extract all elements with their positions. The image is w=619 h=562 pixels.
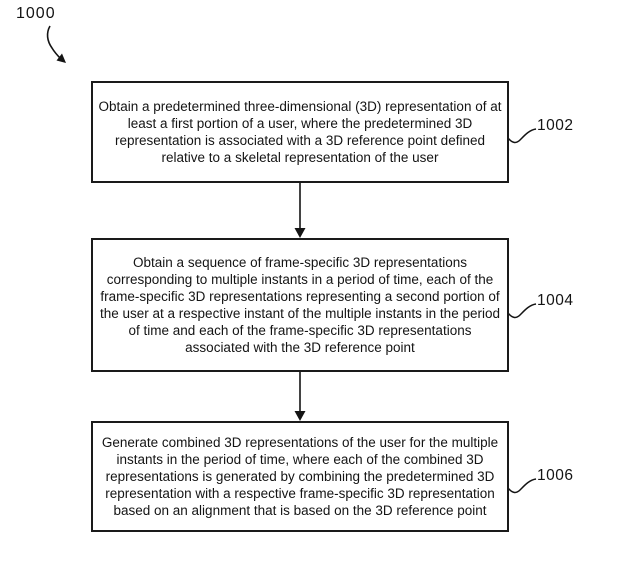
step-1006-text: Generate combined 3D representations of … bbox=[101, 435, 499, 518]
step-1004-box: Obtain a sequence of frame-specific 3D r… bbox=[91, 238, 509, 372]
step-1002-ref-label: 1002 bbox=[537, 117, 574, 134]
ref-connector-1006 bbox=[507, 478, 537, 494]
step-1006-box: Generate combined 3D representations of … bbox=[91, 421, 509, 532]
step-1002-box: Obtain a predetermined three-dimensional… bbox=[91, 81, 509, 183]
ref-connector-1002 bbox=[507, 128, 537, 144]
ref-connector-1004 bbox=[507, 303, 537, 319]
step-1006-ref-label: 1006 bbox=[537, 467, 574, 484]
step-1002-text: Obtain a predetermined three-dimensional… bbox=[98, 99, 502, 165]
flow-arrow-2 bbox=[294, 372, 306, 421]
leader-arrow bbox=[46, 25, 66, 63]
flow-arrow-1 bbox=[294, 183, 306, 238]
step-1004-text: Obtain a sequence of frame-specific 3D r… bbox=[100, 255, 500, 355]
figure-number-label: 1000 bbox=[16, 5, 56, 22]
step-1004-ref-label: 1004 bbox=[537, 292, 574, 309]
